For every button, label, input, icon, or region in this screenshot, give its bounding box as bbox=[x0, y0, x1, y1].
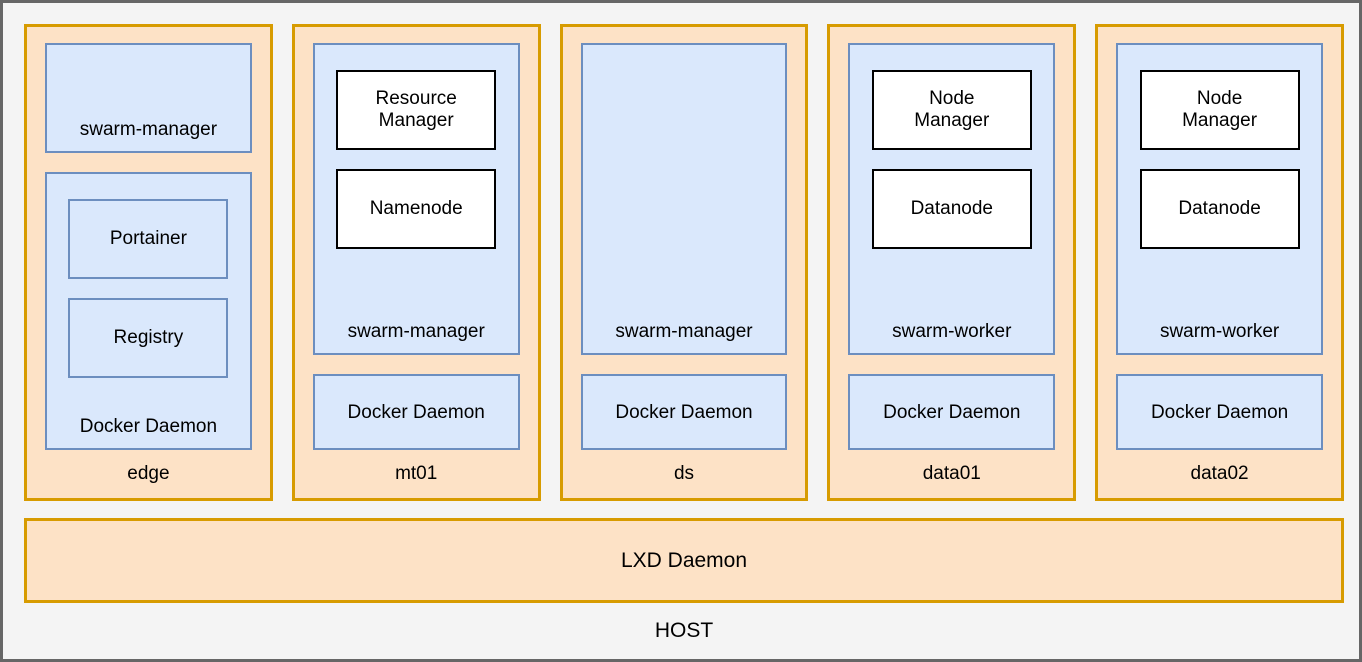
mt01-swarm-manager-label: swarm-manager bbox=[347, 321, 485, 342]
ds-swarm-manager-node[interactable]: swarm-manager bbox=[580, 43, 788, 355]
data01-docker-daemon-node[interactable]: Docker Daemon bbox=[848, 374, 1056, 450]
data02-docker-daemon-label: Docker Daemon bbox=[1150, 401, 1289, 423]
ds-swarm-manager-label: swarm-manager bbox=[615, 321, 753, 342]
host-label: HOST bbox=[654, 619, 714, 642]
service-datanode-data02-label: Datanode bbox=[1178, 197, 1261, 219]
service-datanode-data01[interactable]: Datanode bbox=[871, 169, 1032, 249]
lxd-containers-row: swarm-manager Portainer Registry Docker … bbox=[24, 24, 1344, 501]
container-data02-name: data02 bbox=[1190, 463, 1249, 484]
container-ds-name: ds bbox=[673, 463, 695, 484]
service-namenode-label: Namenode bbox=[369, 197, 463, 219]
mt01-docker-daemon-label: Docker Daemon bbox=[347, 401, 485, 423]
service-portainer[interactable]: Portainer bbox=[68, 199, 229, 279]
container-edge-inner: swarm-manager Portainer Registry Docker … bbox=[27, 27, 270, 450]
container-edge-name: edge bbox=[127, 463, 170, 484]
lxd-daemon-label: LXD Daemon bbox=[620, 548, 748, 572]
container-mt01-name: mt01 bbox=[395, 463, 438, 484]
service-datanode-data02[interactable]: Datanode bbox=[1139, 169, 1300, 249]
data01-docker-daemon-label: Docker Daemon bbox=[883, 401, 1021, 423]
service-registry-label: Registry bbox=[113, 326, 184, 348]
edge-docker-daemon-label: Docker Daemon bbox=[79, 416, 218, 437]
data02-docker-daemon-node[interactable]: Docker Daemon bbox=[1116, 374, 1323, 450]
edge-swarm-manager-node[interactable]: swarm-manager bbox=[45, 43, 252, 153]
data02-swarm-worker-label: swarm-worker bbox=[1159, 321, 1280, 342]
data01-swarm-worker-label: swarm-worker bbox=[892, 321, 1012, 342]
mt01-docker-daemon-node[interactable]: Docker Daemon bbox=[312, 374, 520, 450]
container-ds[interactable]: swarm-manager Docker Daemon ds bbox=[559, 24, 809, 501]
service-registry[interactable]: Registry bbox=[68, 298, 229, 378]
container-ds-inner: swarm-manager Docker Daemon bbox=[563, 27, 806, 450]
service-namenode[interactable]: Namenode bbox=[336, 169, 497, 249]
edge-swarm-manager-label: swarm-manager bbox=[79, 119, 218, 140]
service-datanode-data01-label: Datanode bbox=[910, 197, 993, 219]
container-edge[interactable]: swarm-manager Portainer Registry Docker … bbox=[24, 24, 273, 501]
ds-docker-daemon-node[interactable]: Docker Daemon bbox=[580, 374, 788, 450]
lxd-daemon-band[interactable]: LXD Daemon bbox=[24, 518, 1344, 603]
service-portainer-label: Portainer bbox=[109, 227, 187, 249]
container-data01-name: data01 bbox=[922, 463, 981, 484]
edge-service-stack: Portainer Registry bbox=[47, 174, 250, 378]
edge-docker-daemon-node[interactable]: Portainer Registry Docker Daemon bbox=[45, 172, 252, 450]
ds-docker-daemon-label: Docker Daemon bbox=[615, 401, 753, 423]
